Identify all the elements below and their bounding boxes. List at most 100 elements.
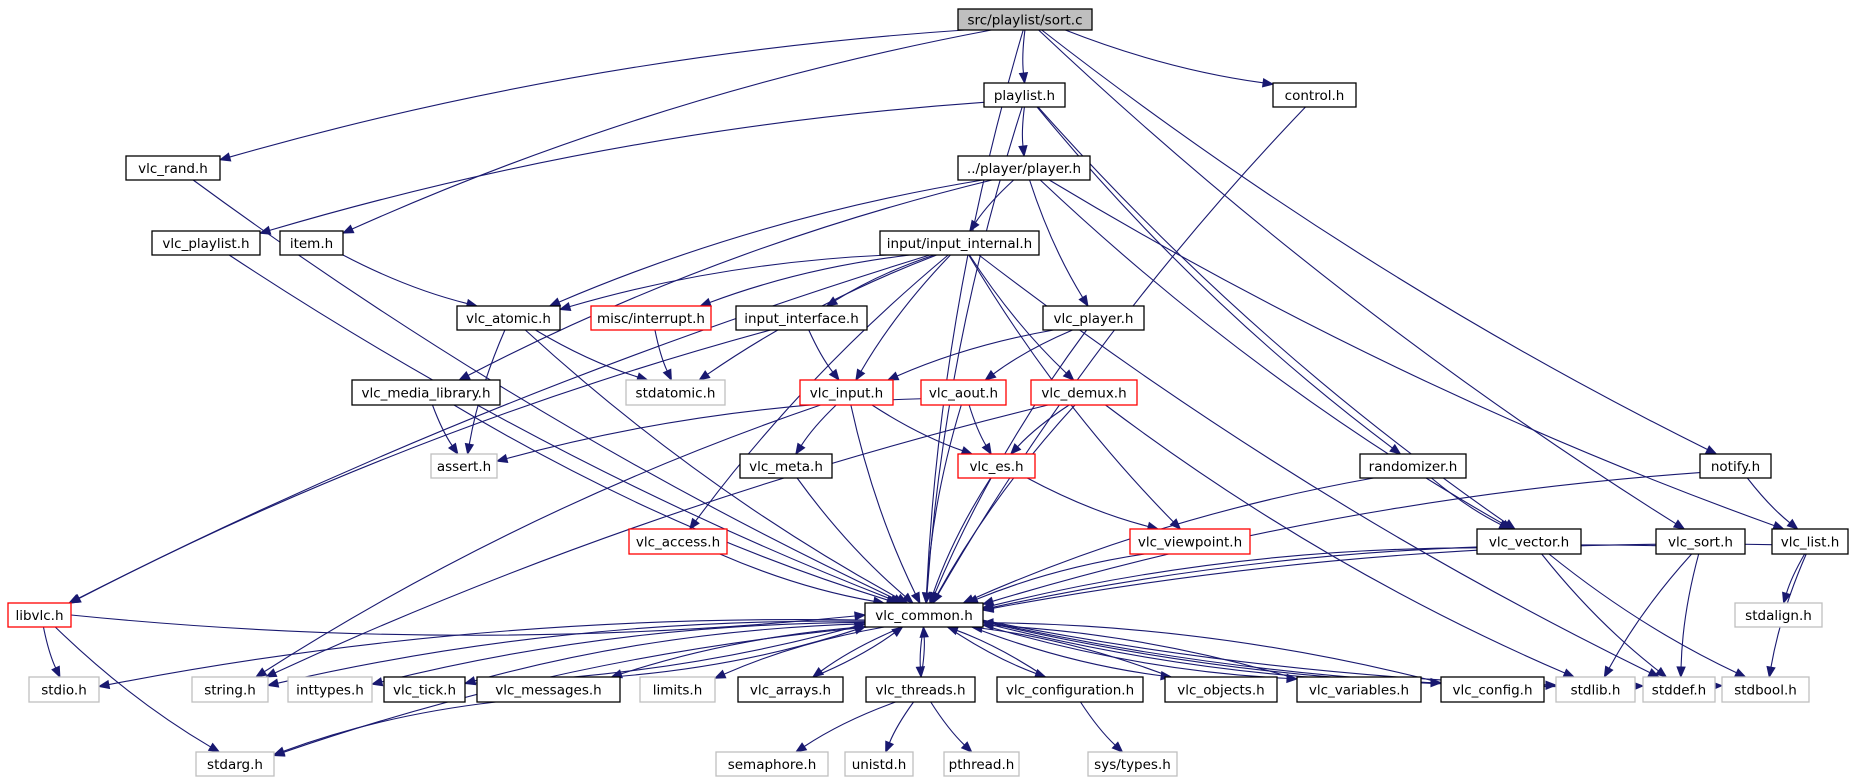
- node-input-interface-h[interactable]: input_interface.h: [735, 305, 868, 331]
- edge-line: [277, 620, 866, 684]
- edge-arrowhead: [854, 611, 867, 621]
- node-vlc-player-h[interactable]: vlc_player.h: [1042, 305, 1145, 331]
- edge-line: [820, 626, 903, 672]
- edge-arrowhead: [981, 603, 995, 613]
- node-sys-types-h: sys/types.h: [1087, 751, 1178, 777]
- edge-item_h-to-vlc_atomic_h: [342, 254, 479, 309]
- node-control-h[interactable]: control.h: [1272, 82, 1357, 108]
- node-vlc-configuration-h[interactable]: vlc_configuration.h: [996, 676, 1144, 703]
- edge-arrowhead: [853, 625, 867, 635]
- edge-line: [1041, 29, 1708, 451]
- edge-arrowhead: [910, 591, 921, 605]
- node-player-h[interactable]: ../player/player.h: [957, 155, 1091, 181]
- edge-line: [654, 329, 668, 372]
- edge-line: [467, 179, 993, 376]
- edge-arrowhead: [891, 626, 904, 638]
- node-vlc-atomic-h[interactable]: vlc_atomic.h: [456, 305, 561, 331]
- node-vlc-aout-h[interactable]: vlc_aout.h: [920, 379, 1007, 406]
- node-label: limits.h: [653, 683, 703, 699]
- node-vlc-meta-h[interactable]: vlc_meta.h: [739, 453, 833, 479]
- node-stddef-h: stddef.h: [1642, 676, 1716, 703]
- node-label: misc/interrupt.h: [597, 311, 705, 327]
- edge-line: [800, 404, 837, 446]
- node-label: vlc_aout.h: [929, 386, 998, 402]
- node-label: vlc_media_library.h: [361, 386, 490, 402]
- edge-root-to-item_h: [341, 29, 992, 234]
- edge-vlc_media_library_h-to-vlc_common_h: [453, 404, 899, 605]
- node-box: [996, 676, 1144, 703]
- edge-line: [992, 625, 1298, 680]
- node-label: input/input_internal.h: [887, 236, 1032, 252]
- edge-playlist_h-to-player_h: [1018, 106, 1028, 158]
- node-label: randomizer.h: [1369, 459, 1458, 475]
- node-vlc-threads-h[interactable]: vlc_threads.h: [865, 676, 976, 703]
- node-box: [1734, 602, 1823, 628]
- edge-line: [453, 404, 888, 601]
- edge-arrowhead: [266, 678, 280, 688]
- node-label: vlc_common.h: [875, 608, 973, 624]
- edge-input_internal_h-to-vlc_demux_h: [969, 254, 1075, 381]
- node-vlc-viewpoint-h[interactable]: vlc_viewpoint.h: [1129, 528, 1251, 555]
- node-vlc-common-h[interactable]: vlc_common.h: [864, 602, 984, 628]
- node-libvlc-h[interactable]: libvlc.h: [7, 602, 72, 628]
- node-vlc-sort-h[interactable]: vlc_sort.h: [1655, 528, 1746, 555]
- node-label: semaphore.h: [728, 757, 817, 773]
- node-label: vlc_vector.h: [1489, 535, 1569, 551]
- node-box: [943, 751, 1020, 777]
- node-vlc-arrays-h[interactable]: vlc_arrays.h: [737, 676, 844, 703]
- node-vlc-tick-h[interactable]: vlc_tick.h: [383, 676, 466, 703]
- node-box: [1129, 528, 1251, 555]
- node-box: [639, 676, 716, 703]
- node-randomizer-h[interactable]: randomizer.h: [1359, 453, 1467, 479]
- node-box: [1272, 82, 1357, 108]
- edge-line: [992, 547, 1478, 606]
- node-box: [1655, 528, 1746, 555]
- node-vlc-config-h[interactable]: vlc_config.h: [1440, 676, 1545, 703]
- node-vlc-list-h[interactable]: vlc_list.h: [1771, 528, 1849, 555]
- node-label: stdatomic.h: [636, 386, 716, 402]
- node-vlc-playlist-h[interactable]: vlc_playlist.h: [151, 230, 261, 256]
- edge-vlc_player_h-to-vlc_aout_h: [984, 329, 1073, 381]
- edge-arrowhead: [1655, 666, 1668, 678]
- node-semaphore-h: semaphore.h: [715, 751, 829, 777]
- node-label: src/playlist/sort.c: [967, 13, 1082, 29]
- node-vlc-variables-h[interactable]: vlc_variables.h: [1296, 676, 1422, 703]
- edge-vlc_atomic_h-to-vlc_common_h: [524, 329, 909, 604]
- node-vlc-objects-h[interactable]: vlc_objects.h: [1164, 676, 1278, 703]
- node-vlc-es-h[interactable]: vlc_es.h: [957, 453, 1036, 479]
- edge-input_internal_h-to-vlc_input_h: [855, 254, 951, 382]
- edge-arrowhead: [218, 152, 232, 162]
- node-item-h[interactable]: item.h: [279, 230, 344, 256]
- node-vlc-rand-h[interactable]: vlc_rand.h: [125, 155, 221, 181]
- edge-line: [796, 477, 906, 597]
- node-vlc-media-library-h[interactable]: vlc_media_library.h: [351, 379, 501, 406]
- node-label: libvlc.h: [15, 608, 63, 624]
- edge-arrowhead: [548, 297, 562, 307]
- node-notify-h[interactable]: notify.h: [1699, 453, 1772, 479]
- node-vlc-vector-h[interactable]: vlc_vector.h: [1476, 528, 1582, 555]
- node-root[interactable]: src/playlist/sort.c: [957, 8, 1093, 31]
- node-vlc-messages-h[interactable]: vlc_messages.h: [476, 676, 621, 703]
- edge-arrowhead: [370, 677, 384, 687]
- edge-arrowhead: [811, 666, 825, 678]
- node-misc-interrupt-h[interactable]: misc/interrupt.h: [590, 305, 712, 331]
- edge-input_internal_h-to-misc_interrupt_h: [699, 254, 911, 307]
- node-vlc-access-h[interactable]: vlc_access.h: [628, 528, 728, 555]
- node-input-internal-h[interactable]: input/input_internal.h: [879, 230, 1040, 256]
- edge-line: [78, 329, 771, 599]
- node-label: vlc_arrays.h: [750, 683, 831, 699]
- edge-arrowhead: [795, 442, 806, 456]
- edge-libvlc_h-to-stdarg_h: [54, 626, 221, 753]
- node-vlc-input-h[interactable]: vlc_input.h: [799, 379, 894, 406]
- node-label: vlc_es.h: [969, 459, 1023, 475]
- edge-line: [972, 477, 1374, 600]
- node-vlc-demux-h[interactable]: vlc_demux.h: [1030, 379, 1138, 406]
- edge-notify_h-to-vlc_list_h: [1746, 477, 1799, 530]
- edge-root-to-vlc_rand_h: [218, 29, 965, 162]
- node-label: input_interface.h: [744, 311, 859, 327]
- edge-line: [976, 553, 1145, 600]
- edge-arrowhead: [981, 618, 994, 628]
- node-playlist-h[interactable]: playlist.h: [983, 82, 1066, 108]
- edge-line: [947, 626, 1037, 675]
- node-label: vlc_atomic.h: [466, 311, 551, 327]
